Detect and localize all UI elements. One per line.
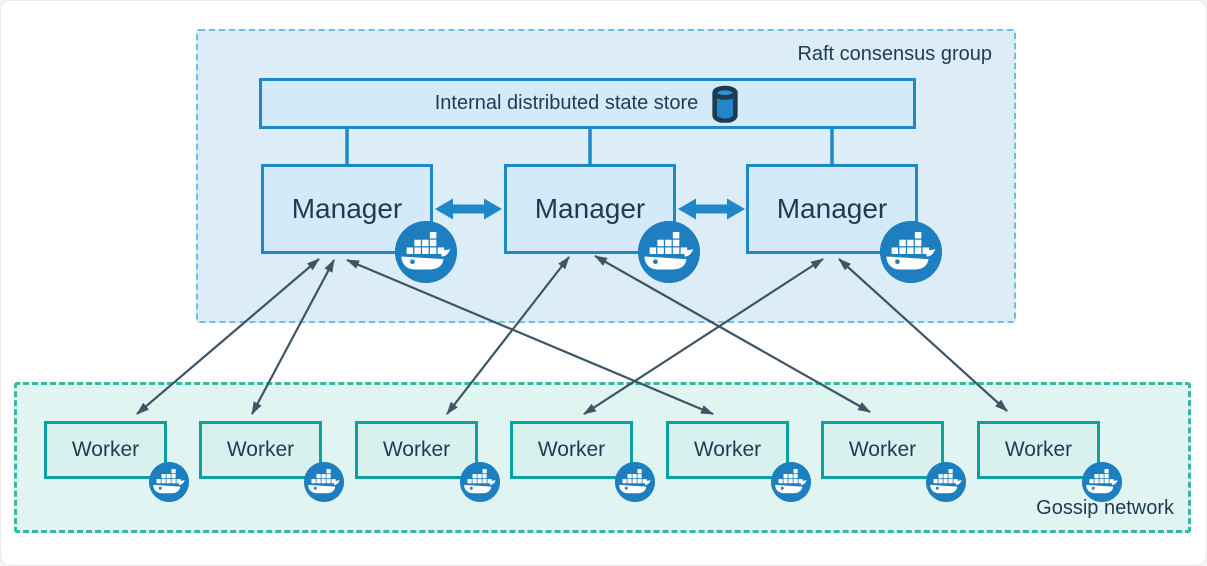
manager-node-2: Manager (504, 164, 700, 283)
worker-node-7: Worker (977, 421, 1122, 502)
worker-node-4: Worker (510, 421, 655, 502)
worker-node-1: Worker (44, 421, 189, 502)
database-cylinder-icon (710, 85, 740, 123)
worker-3-label: Worker (382, 438, 451, 461)
worker-node-6: Worker (821, 421, 966, 502)
docker-whale-icon (1082, 462, 1122, 502)
docker-whale-icon (460, 462, 500, 502)
worker-1-label: Worker (71, 438, 140, 461)
docker-whale-icon (395, 221, 457, 283)
gossip-network-label: Gossip network (1036, 497, 1174, 519)
manager-node-3: Manager (746, 164, 942, 283)
worker-6-label: Worker (848, 438, 917, 461)
worker-node-5: Worker (666, 421, 811, 502)
manager-2-label: Manager (534, 193, 646, 224)
docker-whale-icon (149, 462, 189, 502)
worker-5-label: Worker (693, 438, 762, 461)
docker-whale-icon (638, 221, 700, 283)
docker-whale-icon (926, 462, 966, 502)
manager-3-label: Manager (776, 193, 888, 224)
state-store-label: Internal distributed state store (434, 92, 699, 114)
docker-whale-icon (880, 221, 942, 283)
worker-node-2: Worker (199, 421, 344, 502)
manager-1-label: Manager (291, 193, 403, 224)
manager-node-1: Manager (261, 164, 457, 283)
docker-whale-icon (304, 462, 344, 502)
docker-whale-icon (771, 462, 811, 502)
worker-node-3: Worker (355, 421, 500, 502)
worker-2-label: Worker (226, 438, 295, 461)
worker-7-label: Worker (1004, 438, 1073, 461)
state-store-box: Internal distributed state store (259, 78, 916, 129)
worker-4-label: Worker (537, 438, 606, 461)
docker-whale-icon (615, 462, 655, 502)
raft-group-label: Raft consensus group (797, 43, 992, 65)
